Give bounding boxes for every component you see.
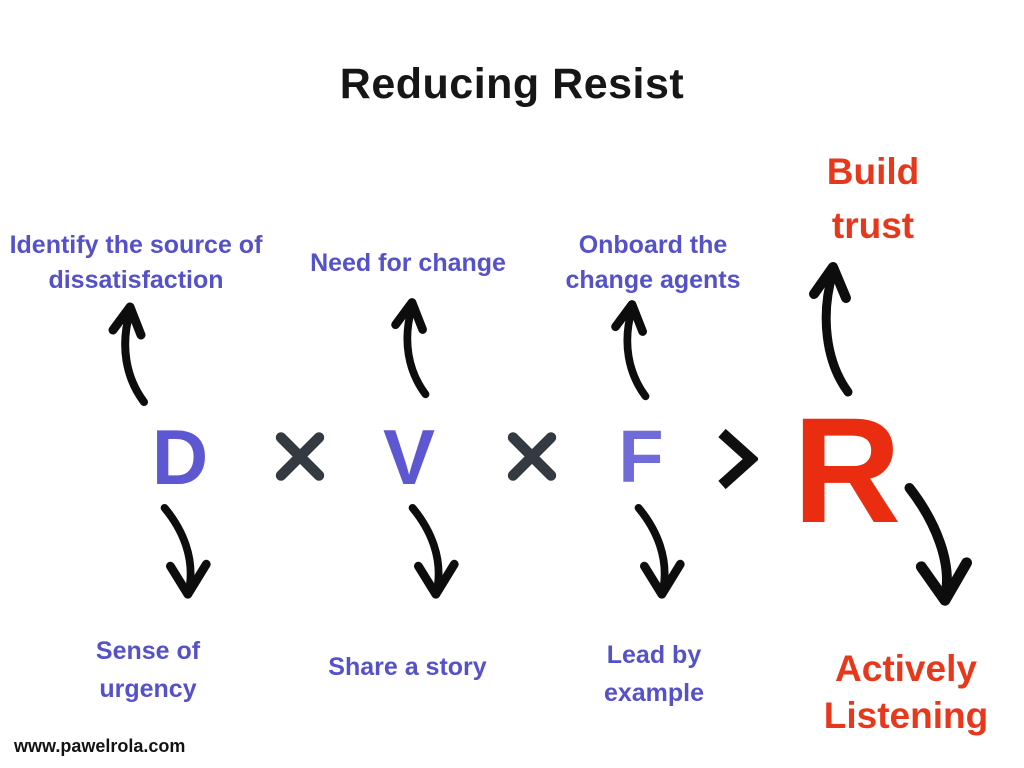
annotation-bottom-r: Actively Listening bbox=[823, 648, 989, 736]
annotation-bottom-v: Share a story bbox=[328, 653, 487, 681]
curved-arrow-up-icon bbox=[391, 298, 430, 399]
annotation-top-r: Build trust bbox=[826, 151, 920, 246]
annotation-top-v: Need for change bbox=[310, 249, 506, 277]
annotation-top-f: Onboard the change agents bbox=[565, 231, 741, 294]
annotation-bottom-f: Lead by example bbox=[603, 641, 705, 707]
curved-arrow-up-icon bbox=[611, 300, 650, 401]
curved-arrow-down-icon bbox=[904, 482, 973, 606]
annotation-bottom-d: Sense of urgency bbox=[95, 637, 201, 703]
curved-arrow-down-icon bbox=[160, 503, 211, 599]
formula-letter-r: R bbox=[792, 386, 902, 554]
greater-than-icon bbox=[718, 428, 758, 490]
curved-arrow-up-icon bbox=[809, 262, 853, 397]
multiply-icon bbox=[275, 432, 325, 481]
curved-arrow-down-icon bbox=[408, 503, 459, 599]
multiply-icon bbox=[507, 432, 557, 481]
formula-letter-f: F bbox=[618, 415, 664, 498]
formula-letter-v: V bbox=[382, 413, 436, 501]
formula-letter-d: D bbox=[151, 413, 209, 501]
curved-arrow-up-icon bbox=[108, 302, 148, 406]
watermark: www.pawelrola.com bbox=[14, 736, 186, 756]
annotation-top-d: Identify the source of dissatisfaction bbox=[9, 231, 263, 294]
curved-arrow-down-icon bbox=[634, 503, 685, 599]
page-title: Reducing Resist bbox=[339, 60, 685, 108]
